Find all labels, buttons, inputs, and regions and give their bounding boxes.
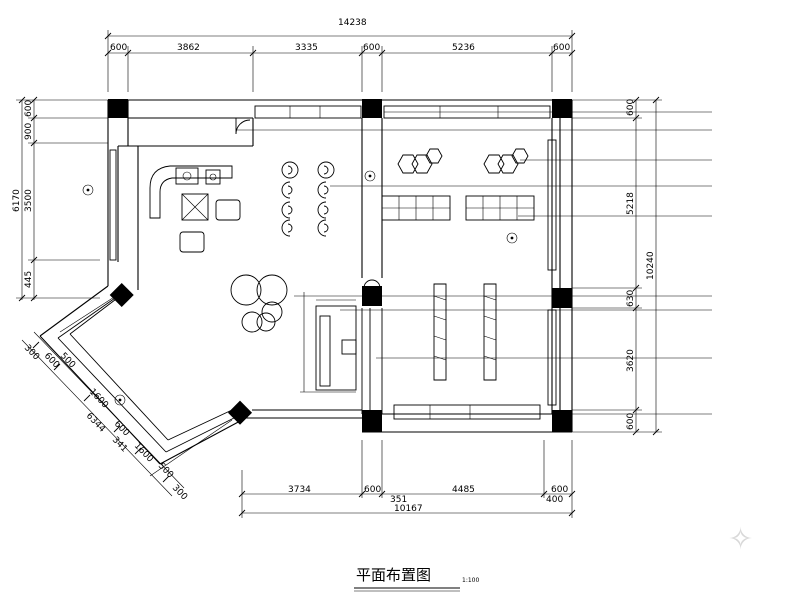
right-dim-2: 5218 <box>626 192 636 215</box>
left-dim-4: 445 <box>24 271 34 288</box>
diagonal-total-dim: 6344 <box>84 411 107 435</box>
drawing-scale: 1:100 <box>462 577 479 584</box>
diagonal-dim-6: 1600 <box>132 441 155 465</box>
top-dim-3: 3335 <box>295 43 318 53</box>
left-dimension-chain: 600 900 3500 445 6170 <box>12 96 108 302</box>
wall-display-cabinets <box>109 105 557 420</box>
bottom-total-dim: 10167 <box>394 504 423 514</box>
left-total-dim: 6170 <box>12 189 22 212</box>
diagonal-dim-2: 600 <box>42 351 61 371</box>
top-total-dim: 14238 <box>338 18 367 28</box>
top-dim-1: 600 <box>110 43 127 53</box>
column <box>552 410 572 432</box>
round-display-stands <box>230 274 288 333</box>
diagonal-mid-dim: 341 <box>110 435 129 454</box>
column <box>362 410 382 432</box>
bottom-dim-2: 600 <box>364 485 381 495</box>
diagonal-dim-5: 600 <box>112 419 131 439</box>
callout-leaders <box>236 111 712 415</box>
column <box>552 99 572 118</box>
hexagon-displays <box>397 148 529 174</box>
drawing-title-block: 平面布置图 1:100 <box>354 566 479 592</box>
right-dim-1: 600 <box>626 99 636 116</box>
top-dim-5: 5236 <box>452 43 475 53</box>
right-total-dim: 10240 <box>646 251 656 280</box>
bottom-dim-4: 600 <box>551 485 568 495</box>
watermark-logo: ✧ <box>728 522 754 557</box>
bottom-dim-1: 3734 <box>288 485 311 495</box>
top-dim-6: 600 <box>553 43 570 53</box>
building-walls <box>39 99 573 465</box>
bottom-sub-dim-2: 400 <box>546 495 563 505</box>
drawing-title: 平面布置图 <box>356 566 431 584</box>
right-dim-3: 630 <box>626 290 636 307</box>
diagonal-dim-7: 500 <box>156 461 175 481</box>
diagonal-dim-3: 500 <box>58 351 77 371</box>
bottom-dim-3: 4485 <box>452 485 475 495</box>
right-dim-4: 3620 <box>626 349 636 372</box>
top-dim-2: 3862 <box>177 43 200 53</box>
column <box>227 400 253 425</box>
column <box>109 282 134 308</box>
diagonal-dimension-chain: 300 600 500 1600 600 1600 500 300 6344 3… <box>21 291 233 503</box>
lounge-seating <box>149 165 241 253</box>
top-dim-4: 600 <box>363 43 380 53</box>
section-marks <box>82 170 518 406</box>
bottom-sub-dim-1: 351 <box>390 495 407 505</box>
column <box>108 99 128 118</box>
right-dim-5: 600 <box>626 413 636 430</box>
freestanding-shelves <box>433 283 497 381</box>
column <box>362 99 382 118</box>
left-dim-3: 3500 <box>24 189 34 212</box>
structural-columns <box>108 99 572 432</box>
curved-display-stands <box>281 161 335 237</box>
diagonal-dim-8: 300 <box>170 483 189 503</box>
service-counter <box>300 292 357 393</box>
right-dimension-chain: 600 5218 630 3620 600 10240 <box>572 96 662 436</box>
diagonal-dim-1: 300 <box>22 343 41 363</box>
top-dimension-chain: 14238 600 3862 3335 600 5236 600 <box>104 18 576 92</box>
bottom-dimension-chain: 3734 600 4485 600 351 400 10167 <box>238 440 576 518</box>
left-dim-2: 900 <box>24 123 34 140</box>
left-dim-1: 600 <box>24 100 34 117</box>
display-tables <box>381 195 535 221</box>
column <box>552 288 572 308</box>
